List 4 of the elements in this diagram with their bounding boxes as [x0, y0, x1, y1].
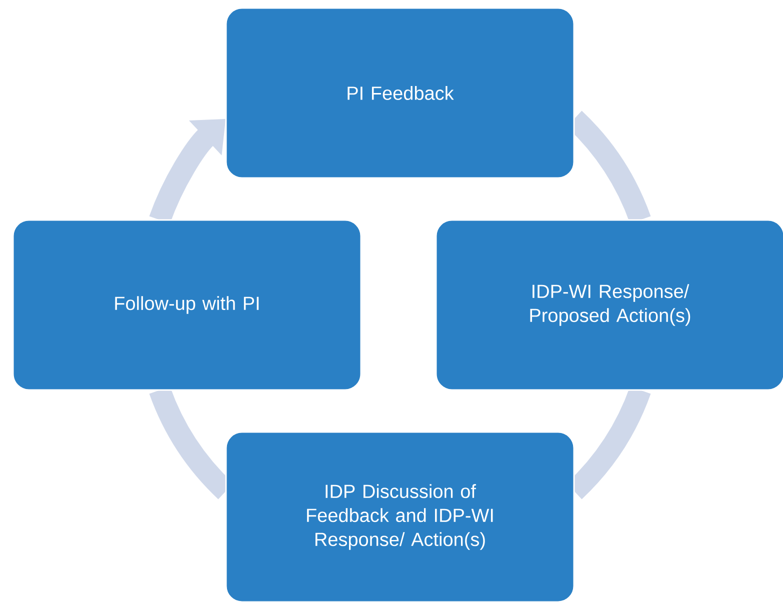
- process-box: Follow-up with PI: [12, 219, 362, 391]
- process-box: IDP Discussion of Feedback and IDP-WI Response/ Action(s): [225, 431, 575, 602]
- process-box: PI Feedback: [225, 7, 575, 179]
- process-box: IDP-WI Response/ Proposed Action(s): [435, 219, 783, 391]
